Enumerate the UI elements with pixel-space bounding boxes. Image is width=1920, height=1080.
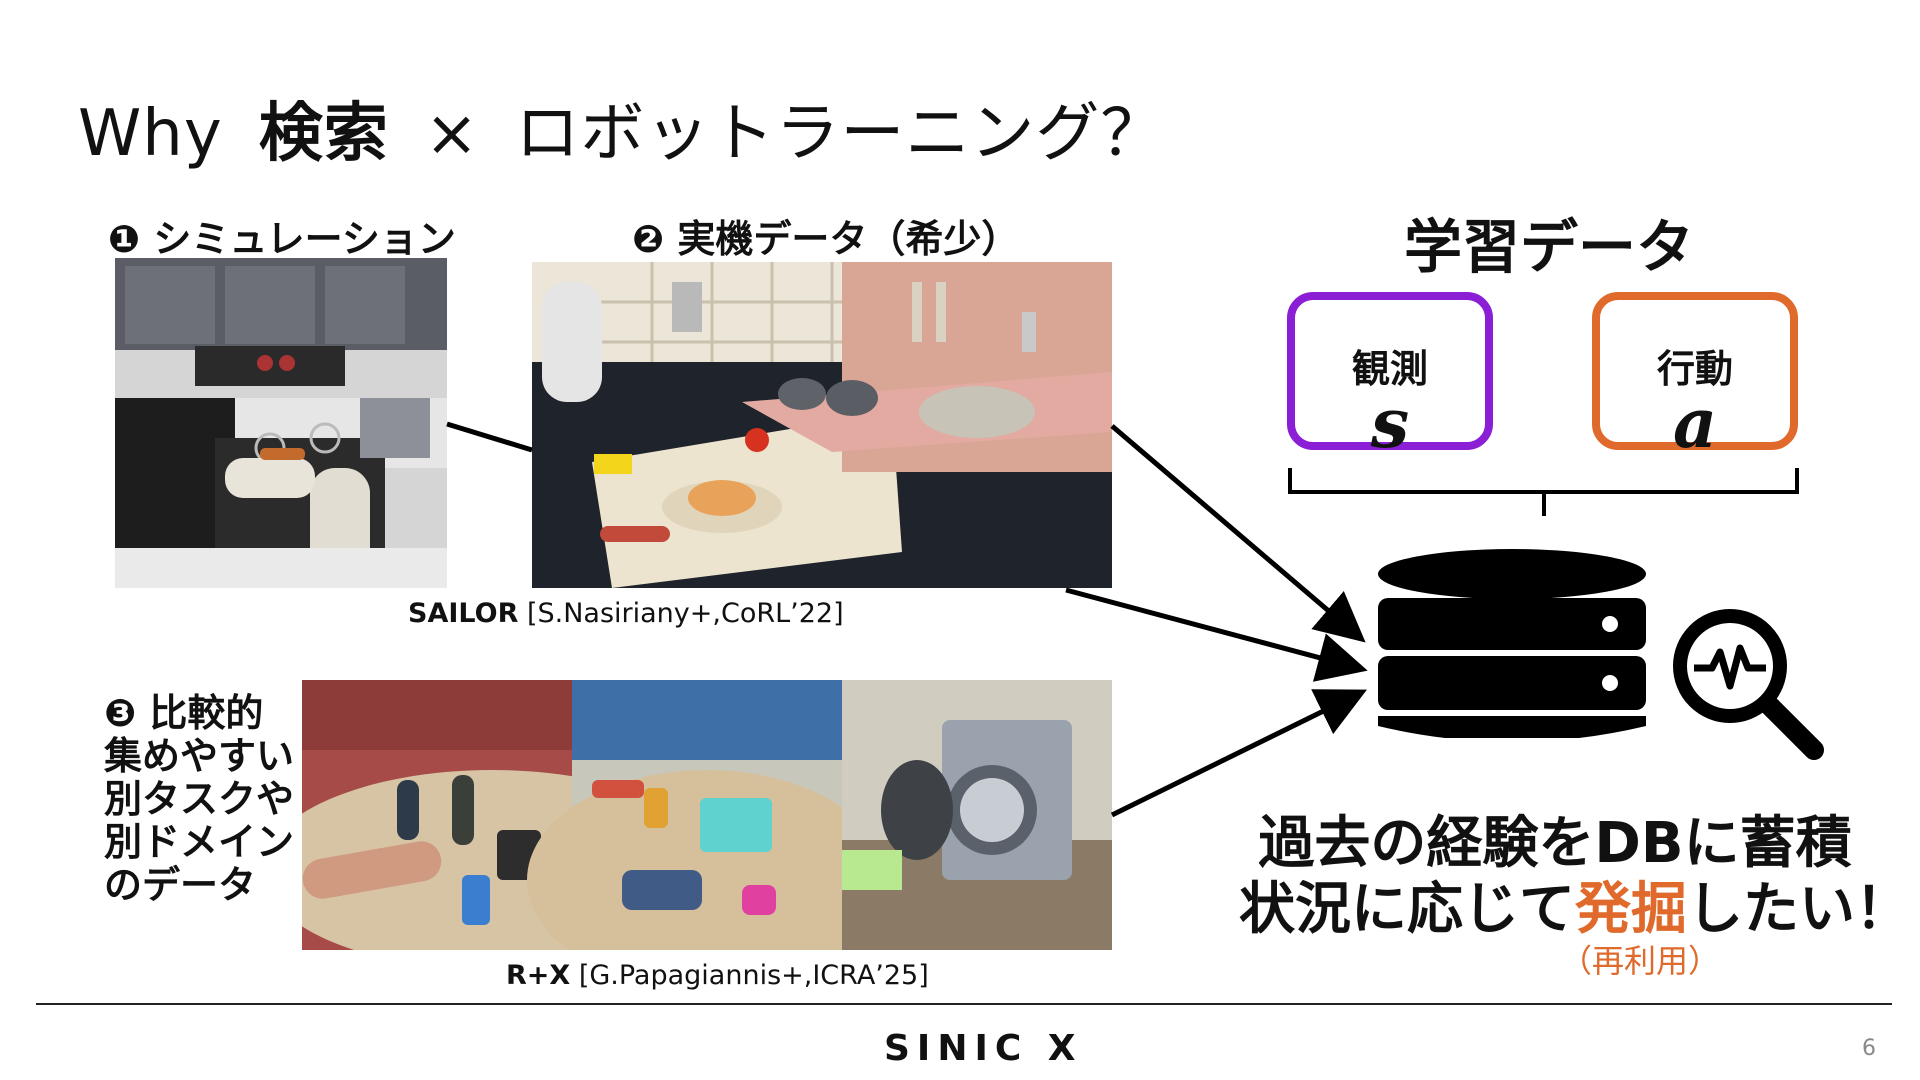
reuse-note: （再利用） — [1560, 942, 1721, 980]
rx-ref: [G.Papagiannis+,ICRA’25] — [578, 960, 929, 991]
message-line-2: 状況に応じて発掘したい！ — [1230, 864, 1920, 945]
search-analysis-icon — [1673, 609, 1824, 760]
slide-title: Why 検索 × ロボットラーニング？ — [78, 82, 1165, 174]
rx-images — [302, 680, 1112, 950]
observation-symbol: s — [1370, 384, 1410, 464]
simulation-label: ❶ シミュレーション — [108, 217, 456, 261]
observation-label: 観測 — [1351, 347, 1428, 391]
data-brace — [1288, 468, 1799, 516]
real-robot-label: ❷ 実機データ（希少） — [632, 217, 1020, 261]
real-robot-image — [532, 262, 1112, 588]
observation-box: 観測 s — [1287, 292, 1493, 458]
message-line-2-post: したい！ — [1687, 877, 1911, 942]
other-data-line: 別ドメイン — [104, 820, 295, 864]
other-data-line: 集めやすい — [104, 734, 295, 778]
simulation-image — [115, 258, 447, 588]
sailor-to-db-arrow — [1065, 587, 1368, 682]
title-robot: ロボットラーニング？ — [515, 97, 1166, 171]
action-symbol: a — [1672, 384, 1718, 464]
title-times: × — [424, 97, 480, 171]
sim-to-real-connector — [446, 421, 533, 453]
learning-data-heading: 学習データ — [1404, 213, 1695, 281]
action-box: 行動 a — [1592, 292, 1798, 458]
title-why: Why — [78, 97, 223, 171]
sailor-name: SAILOR — [408, 598, 519, 629]
title-search: 検索 — [258, 97, 389, 171]
footer-divider — [36, 1003, 1892, 1005]
message-accent: 発掘 — [1575, 877, 1687, 942]
real-to-db-arrow — [1110, 424, 1366, 643]
message-line-2-pre: 状況に応じて — [1239, 877, 1575, 942]
other-data-label: ❸ 比較的 集めやすい 別タスクや 別ドメイン のデータ — [104, 692, 294, 907]
sailor-ref: [S.Nasiriany+,CoRL’22] — [526, 598, 844, 629]
action-label: 行動 — [1656, 347, 1733, 391]
other-data-line: のデータ — [104, 863, 257, 907]
other-data-line: 別タスクや — [104, 777, 295, 821]
sailor-citation: SAILOR [S.Nasiriany+,CoRL’22] — [408, 598, 844, 629]
company-logo: SINIC X — [884, 1028, 1083, 1069]
page-number: 6 — [1862, 1036, 1876, 1061]
rx-citation: R+X [G.Papagiannis+,ICRA’25] — [506, 960, 929, 991]
message-line-1: 過去の経験をDBに蓄積 — [1258, 811, 1852, 876]
database-icon — [1378, 549, 1646, 738]
rx-to-db-arrow — [1110, 689, 1367, 818]
other-data-line: ❸ 比較的 — [104, 691, 264, 735]
rx-name: R+X — [506, 960, 571, 991]
